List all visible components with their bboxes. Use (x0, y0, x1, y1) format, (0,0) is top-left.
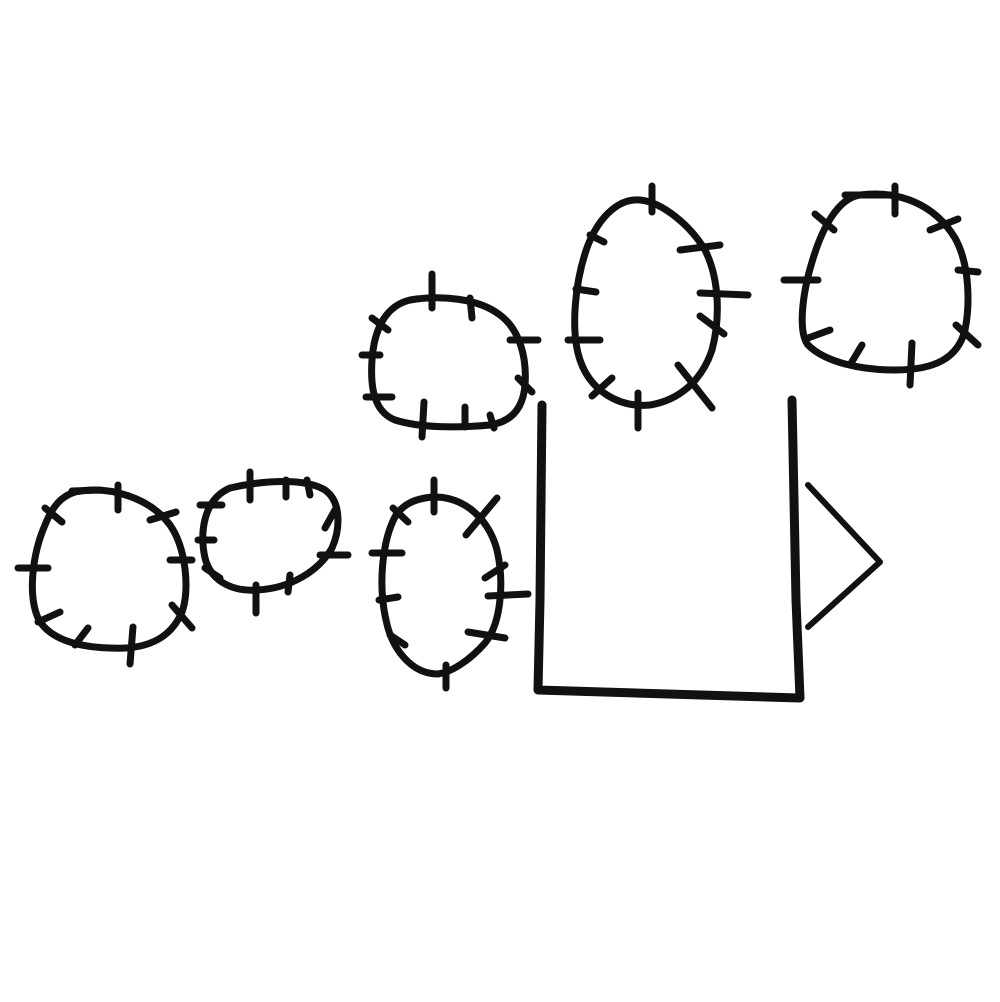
blob-1-outline (28, 486, 190, 652)
blob-4-spikes (358, 270, 542, 441)
spiky-blob-1 (14, 481, 196, 668)
blob-6-spikes (780, 182, 982, 389)
spiky-blob-2 (194, 468, 352, 617)
spiky-blob-6 (780, 182, 982, 389)
blob-3-outline (378, 493, 505, 678)
blob-2-outline (199, 478, 342, 594)
blob-2-spikes (194, 468, 352, 617)
chevron-arrow-outline (805, 482, 883, 630)
spiky-blob-5 (564, 182, 752, 432)
spiky-blob-3 (368, 476, 532, 692)
blob-6-outline (798, 190, 972, 374)
chevron-arrow (805, 482, 883, 630)
blob-3-spikes (368, 476, 532, 692)
open-box (533, 395, 805, 703)
blob-5-spikes (564, 182, 752, 432)
blob-1-spikes (14, 481, 196, 668)
open-box-outline (533, 395, 805, 703)
spiky-blob-4 (358, 270, 542, 441)
